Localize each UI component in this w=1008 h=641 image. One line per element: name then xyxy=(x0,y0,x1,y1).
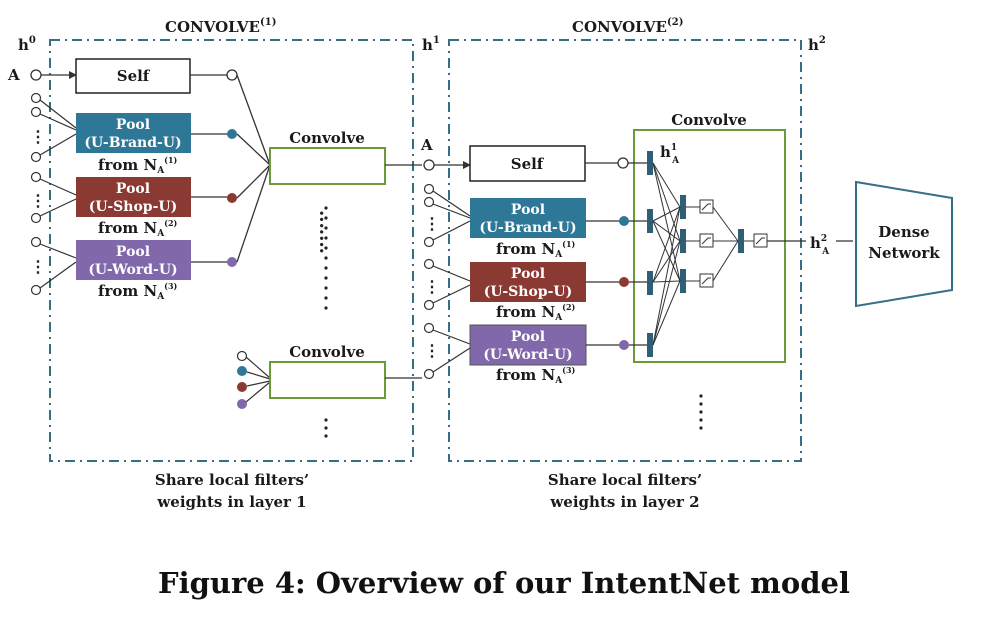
layer2-output-bar xyxy=(738,229,744,253)
layer2-pool2-inputs xyxy=(423,258,471,311)
layer1-title: CONVOLVE(1) xyxy=(165,17,276,36)
layer2-convolve-label: Convolve xyxy=(671,111,747,129)
layer2-pool3-out-node xyxy=(619,340,629,350)
layer1-self-box xyxy=(75,58,191,94)
layer1-convolve-bottom-box xyxy=(269,361,386,399)
layer2-pool1-title: Pool xyxy=(511,202,545,218)
layer2-bottom-dots xyxy=(699,394,703,430)
layer2-pool3-inputs xyxy=(423,322,471,380)
layer2-self-out-node xyxy=(617,157,629,169)
h0-label: h0 xyxy=(18,35,36,54)
layer2-pool3-ellipsis: ⋮ xyxy=(424,341,440,360)
layer1-pool2-sub: (U-Shop-U) xyxy=(89,199,177,215)
layer1-pool2-from: from NA(2) xyxy=(98,218,178,239)
layer1-pool2-inputs xyxy=(30,171,77,224)
layer1-pool3-ellipsis: ⋮ xyxy=(30,257,46,276)
layer1-pool2-out-node xyxy=(227,193,237,203)
layer2-pool2-from: from NA(2) xyxy=(496,302,576,323)
layer2-pool1-sub: (U-Brand-U) xyxy=(479,220,576,236)
layer1-node-a-label: A xyxy=(7,66,20,84)
layer2-pool3-sub: (U-Word-U) xyxy=(483,347,572,363)
layer2-title: CONVOLVE(2) xyxy=(572,17,683,36)
layer1-dashed-frame xyxy=(49,39,414,462)
layer1-self-out-node xyxy=(226,69,238,81)
layer2-pool3-title: Pool xyxy=(511,329,545,345)
layer2-node-a xyxy=(423,159,435,171)
layer2-self-box xyxy=(469,145,586,182)
layer1-convolve-top-box xyxy=(269,147,386,185)
layer1-pool2-title: Pool xyxy=(116,181,150,197)
layer2-pool3-from: from NA(3) xyxy=(496,365,576,386)
layer2-share-line1: Share local filters’ xyxy=(548,471,702,489)
h1-label: h1 xyxy=(422,35,440,54)
layer1-pool3-sub: (U-Word-U) xyxy=(88,262,177,278)
layer2-pool1-ellipsis: ⋮ xyxy=(424,214,440,233)
layer2-pool1-inputs xyxy=(423,183,471,248)
dense-network-label-1: Dense xyxy=(878,223,929,241)
layer1-mid-ellipsis: ······· xyxy=(311,210,332,254)
layer1-converge-edges xyxy=(236,74,271,263)
layer2-pool1-from: from NA(1) xyxy=(496,239,576,260)
layer1-self-label: Self xyxy=(117,67,151,85)
dense-network-label-2: Network xyxy=(868,244,940,262)
layer2-input-bars xyxy=(647,151,653,357)
layer2-pool2-box xyxy=(470,262,586,302)
dense-network-shape xyxy=(855,180,953,308)
layer2-pool2-ellipsis: ⋮ xyxy=(424,277,440,296)
layer1-pool3-title: Pool xyxy=(116,244,150,260)
layer1-pool1-box xyxy=(76,113,191,153)
layer2-dashed-frame xyxy=(448,39,802,462)
layer2-hidden-bars xyxy=(680,195,686,293)
layer1-pool3-from: from NA(3) xyxy=(98,281,178,302)
figure-caption: Figure 4: Overview of our IntentNet mode… xyxy=(158,566,850,600)
layer2-self-label: Self xyxy=(511,155,545,173)
layer1-pool3-box xyxy=(76,240,191,280)
layer2-share-line2: weights in layer 2 xyxy=(549,493,699,511)
layer1-pool2-box xyxy=(76,177,191,217)
layer2-fc-edges-1 xyxy=(652,162,681,346)
layer2-fc-edges-2 xyxy=(712,206,739,282)
layer1-node-a xyxy=(30,69,42,81)
layer1-pool1-inputs xyxy=(30,92,77,163)
layer2-pool1-out-node xyxy=(619,216,629,226)
layer2-pool2-sub: (U-Shop-U) xyxy=(484,284,572,300)
layer1-convolve-bottom-label: Convolve xyxy=(289,343,365,361)
layer1-pool1-from: from NA(1) xyxy=(98,155,178,176)
layer2-pool1-box xyxy=(470,198,586,238)
layer1-share-line2: weights in layer 1 xyxy=(156,493,306,511)
layer1-bottom-dots xyxy=(324,418,328,438)
layer1-convolve-top-label: Convolve xyxy=(289,129,365,147)
layer1-share-line1: Share local filters’ xyxy=(155,471,309,489)
layer1-pool1-out-node xyxy=(227,129,237,139)
layer1-pool3-inputs xyxy=(30,236,77,296)
layer2-pool2-out-node xyxy=(619,277,629,287)
layer1-pool2-ellipsis: ⋮ xyxy=(30,191,46,210)
layer2-node-a-label: A xyxy=(420,136,433,154)
layer1-pool1-sub: (U-Brand-U) xyxy=(84,135,181,151)
layer1-bottom-inputs xyxy=(236,350,271,409)
layer2-pool2-title: Pool xyxy=(511,266,545,282)
layer2-activation-boxes xyxy=(686,199,714,288)
layer1-pool1-title: Pool xyxy=(116,117,150,133)
layer1-vertical-dots xyxy=(324,206,328,310)
layer1-pool1-ellipsis: ⋮ xyxy=(30,127,46,146)
layer1-pool3-out-node xyxy=(227,257,237,267)
h2-label: h2 xyxy=(808,35,826,54)
